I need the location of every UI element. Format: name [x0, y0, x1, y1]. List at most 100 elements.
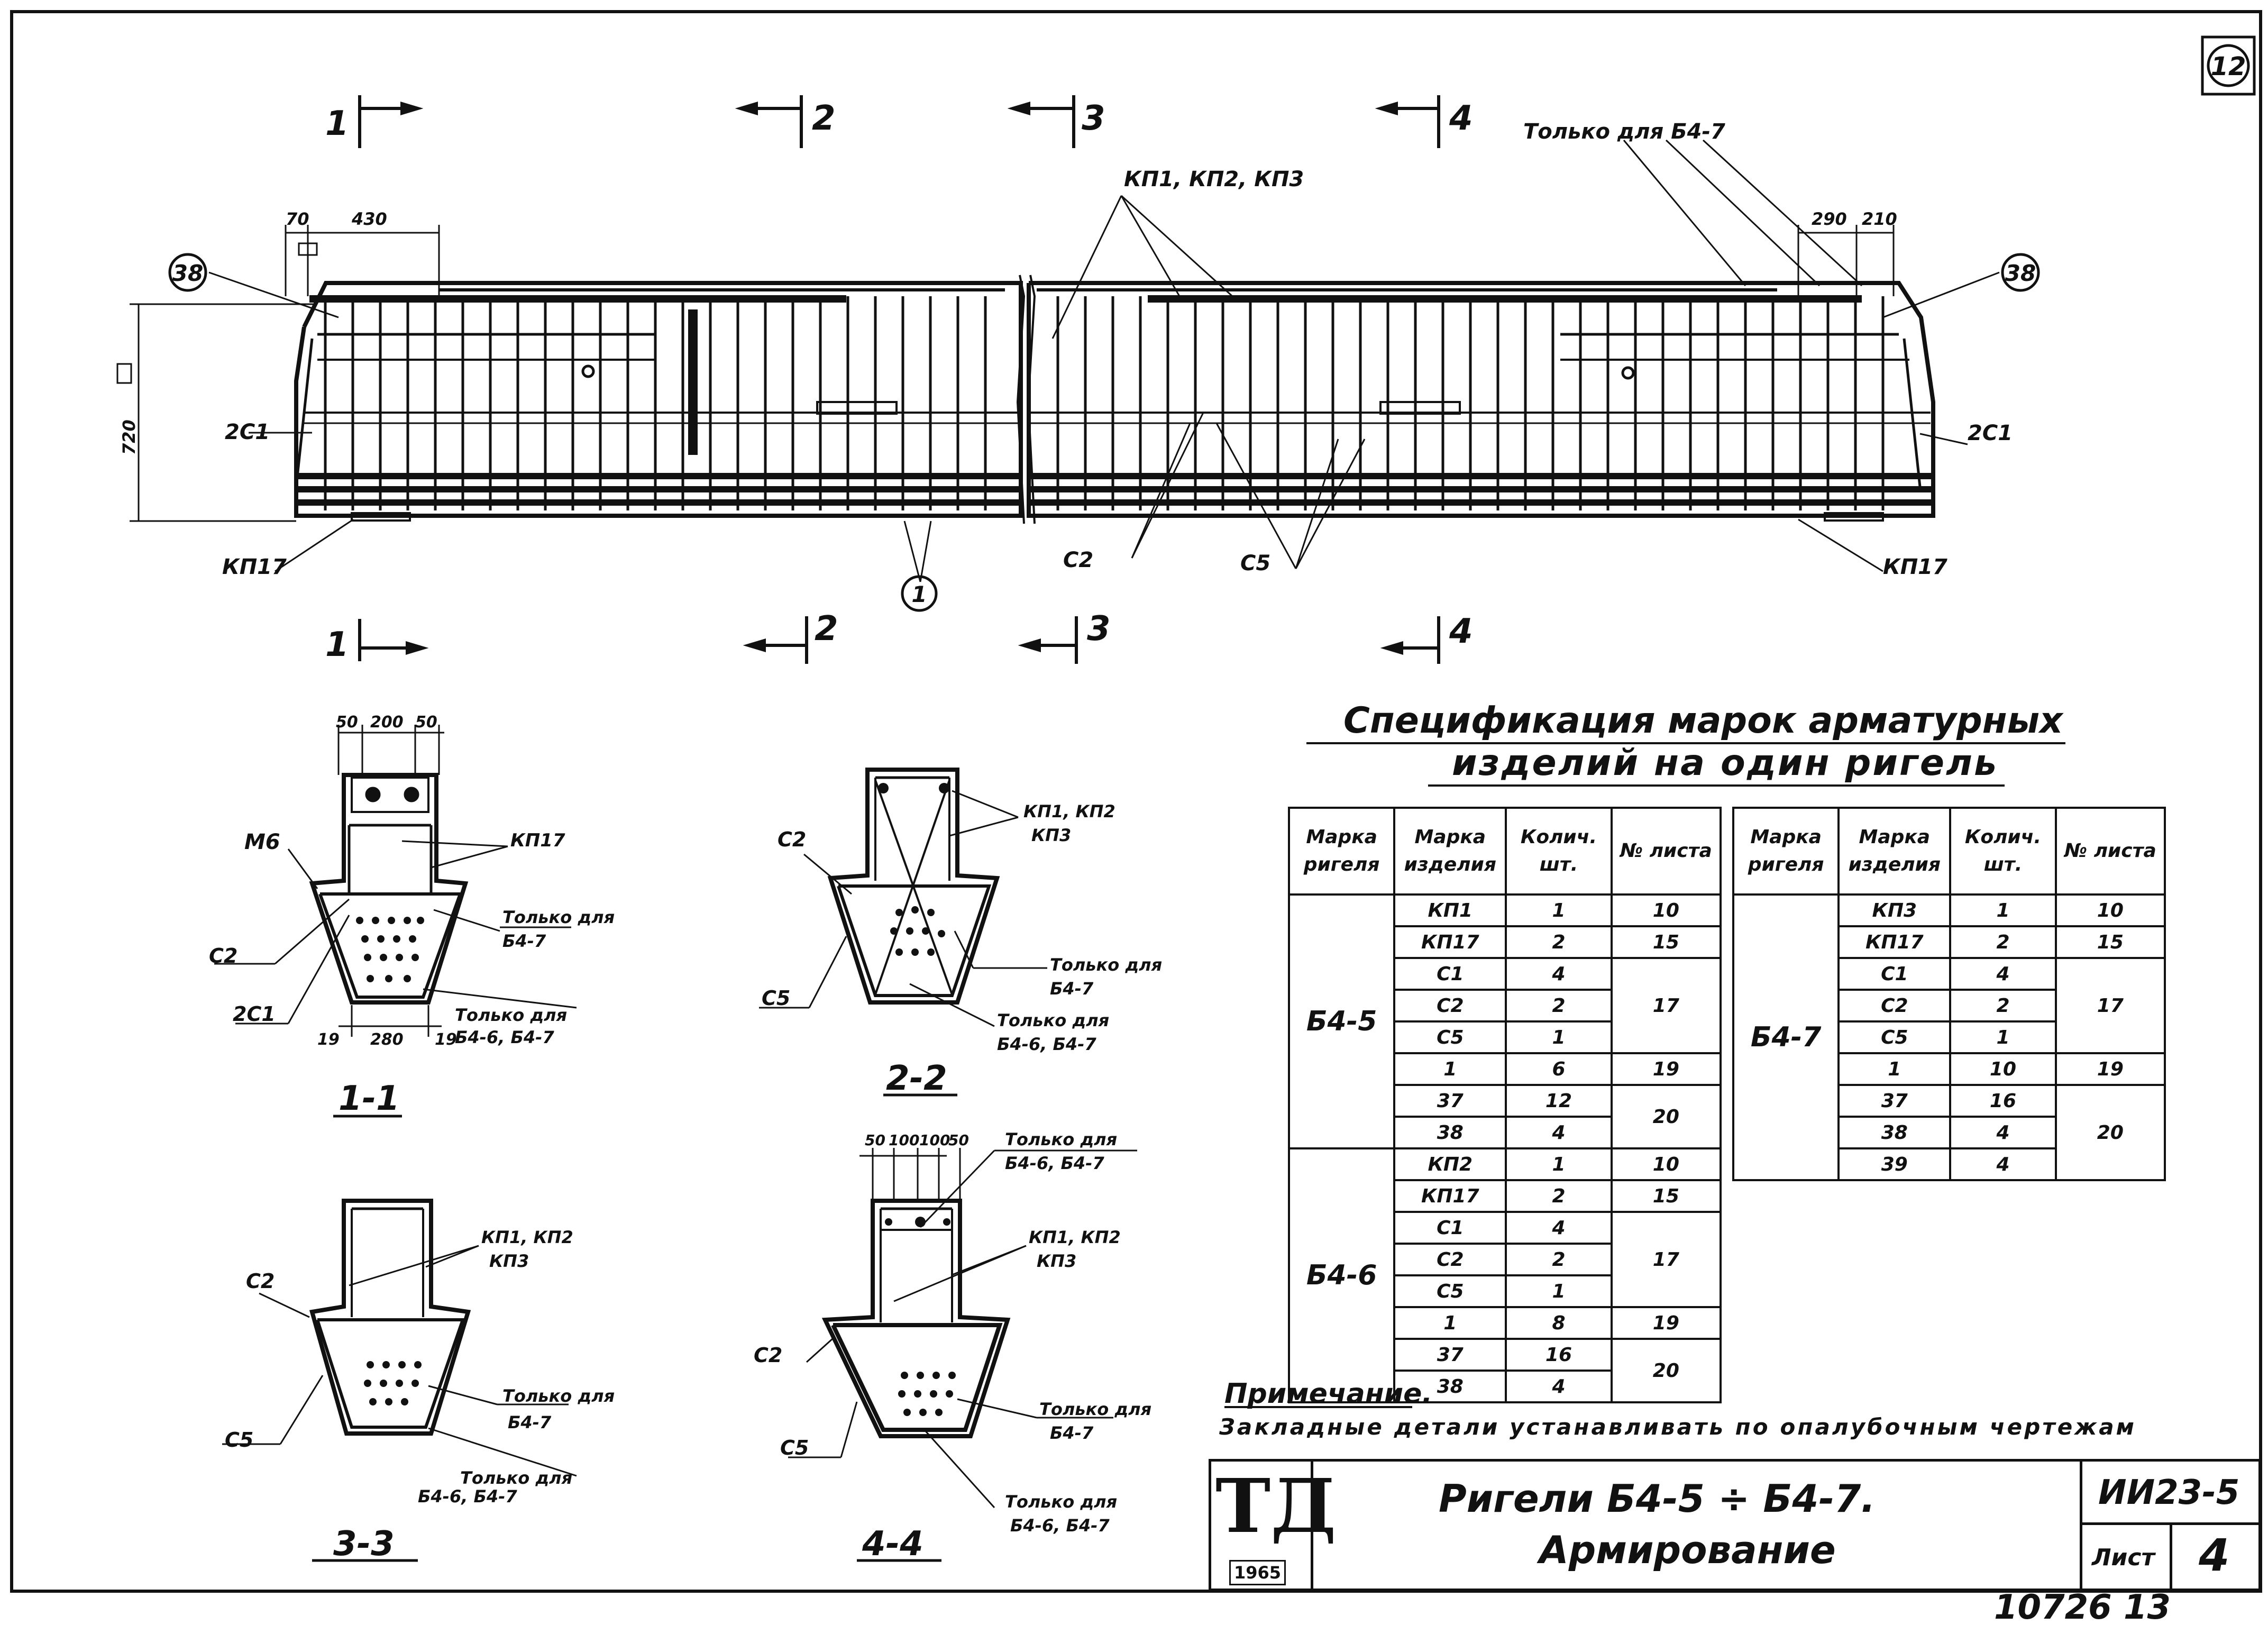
sheet-cell: 10 [2054, 893, 2166, 927]
s33-label-only-b46: Только для [460, 1468, 572, 1488]
qty-cell: 4 [1505, 957, 1613, 991]
s11-label-2c1: 2С1 [233, 1002, 276, 1026]
title-line2: Армирование [1539, 1528, 1836, 1572]
sheet-cell: 15 [1610, 1179, 1722, 1213]
s11-dim-19a: 19 [317, 1030, 340, 1049]
qty-cell: 6 [1505, 1052, 1613, 1086]
item-mark-cell: С5 [1393, 1020, 1507, 1054]
item-mark-cell: С1 [1837, 957, 1952, 991]
footer-stamp: 10726 13 [1994, 1588, 2171, 1627]
s22-label-only2: Б4-7 [1050, 979, 1094, 999]
qty-cell: 10 [1949, 1052, 2057, 1086]
s22-label-c2: С2 [778, 828, 806, 851]
dim-70: 70 [286, 209, 309, 229]
tb-sheet-num-cell: 4 [2172, 1525, 2261, 1589]
s11-label-c2: С2 [209, 944, 237, 967]
qty-cell: 1 [1949, 893, 2057, 927]
sheet-cell: 10 [1610, 893, 1722, 927]
item-mark-cell: С5 [1393, 1274, 1507, 1308]
qty-cell: 2 [1505, 1243, 1613, 1276]
item-mark-cell: КП2 [1393, 1147, 1507, 1181]
spec-title-line1: Спецификация марок арматурных [1343, 700, 2064, 742]
tb-code-cell: ИИ23-5 [2082, 1462, 2261, 1525]
section-2-2 [759, 768, 1047, 1097]
qty-cell: 2 [1505, 1179, 1613, 1213]
cut-4-top: 4 [1449, 99, 1473, 138]
spec-table-left: Марка ригеля Марка изделия Колич. шт. № … [1287, 807, 1722, 1403]
spec-table-right: Марка ригеля Марка изделия Колич. шт. № … [1732, 807, 2166, 1181]
sheet-cell: 17 [1610, 957, 1722, 1054]
dim-290: 290 [1812, 209, 1847, 229]
col-item-mark: Марка изделия [1393, 807, 1507, 896]
item-mark-cell: 38 [1837, 1116, 1952, 1149]
s11-label-only: Только для [502, 907, 615, 927]
s11-dim-200: 200 [370, 713, 404, 732]
item-mark-cell: 1 [1837, 1052, 1952, 1086]
s44-label-c2: С2 [754, 1344, 782, 1367]
s22-label-c5: С5 [762, 987, 790, 1010]
s44-dim-50a: 50 [865, 1131, 885, 1149]
section-marks [358, 95, 1440, 664]
s33-label-only: Только для [502, 1386, 615, 1406]
s44-label-kp: КП1, КП2 [1029, 1227, 1121, 1247]
s33-label-kp3: КП3 [489, 1251, 529, 1271]
s33-label-only-b46-2: Б4-6, Б4-7 [418, 1486, 517, 1507]
qty-cell: 1 [1949, 1020, 2057, 1054]
sheet-cell: 19 [1610, 1052, 1722, 1086]
label-only-b47: Только для Б4-7 [1523, 120, 1725, 144]
s22-label-kp3: КП3 [1031, 825, 1071, 845]
section-3-3-bars [364, 1361, 422, 1405]
sheet-cell: 17 [2054, 957, 2166, 1054]
s44-label-only-b46-2: Б4-6, Б4-7 [1010, 1516, 1110, 1536]
s33-label-only2: Б4-7 [508, 1412, 552, 1432]
s33-title: 3-3 [333, 1525, 395, 1564]
qty-cell: 1 [1505, 1274, 1613, 1308]
item-mark-cell: С2 [1393, 1243, 1507, 1276]
sheet-cell: 20 [2054, 1084, 2166, 1181]
cut-4-bottom: 4 [1449, 612, 1473, 651]
item-mark-cell: КП17 [1837, 925, 1952, 959]
qty-cell: 1 [1505, 1020, 1613, 1054]
item-mark-cell: 37 [1393, 1084, 1507, 1118]
qty-cell: 4 [1505, 1370, 1613, 1403]
item-mark-cell: КП17 [1393, 1179, 1507, 1213]
label-c5: С5 [1240, 551, 1270, 576]
s44-label-c5: С5 [780, 1436, 809, 1459]
note-text: Закладные детали устанавливать по опалуб… [1219, 1414, 2134, 1440]
cut-3-bottom: 3 [1087, 609, 1111, 649]
rigel-mark-cell: Б4-5 [1287, 893, 1396, 1149]
tb-logo: ТД 1965 [1211, 1462, 1337, 1589]
sheet-number: 12 [2211, 52, 2246, 81]
sheet-cell: 20 [1610, 1084, 1722, 1149]
s22-title: 2-2 [886, 1059, 947, 1098]
item-mark-cell: 39 [1837, 1147, 1952, 1181]
sheet-cell: 15 [1610, 925, 1722, 959]
s33-label-kp: КП1, КП2 [481, 1227, 573, 1247]
s44-label-only2: Б4-7 [1050, 1423, 1094, 1443]
qty-cell: 2 [1505, 925, 1613, 959]
s11-title: 1-1 [339, 1079, 400, 1118]
s44-dim-100b: 100 [919, 1131, 950, 1149]
s22-label-only-b46: Только для [997, 1010, 1109, 1030]
label-kp17-right: КП17 [1883, 555, 1947, 579]
cut-2-bottom: 2 [815, 609, 838, 649]
qty-cell: 1 [1505, 1147, 1613, 1181]
s44-label-only-top: Только для [1005, 1129, 1117, 1149]
s44-label-kp3: КП3 [1037, 1251, 1076, 1271]
s11-label-m6: М6 [244, 830, 280, 854]
sheet-cell: 15 [2054, 925, 2166, 959]
